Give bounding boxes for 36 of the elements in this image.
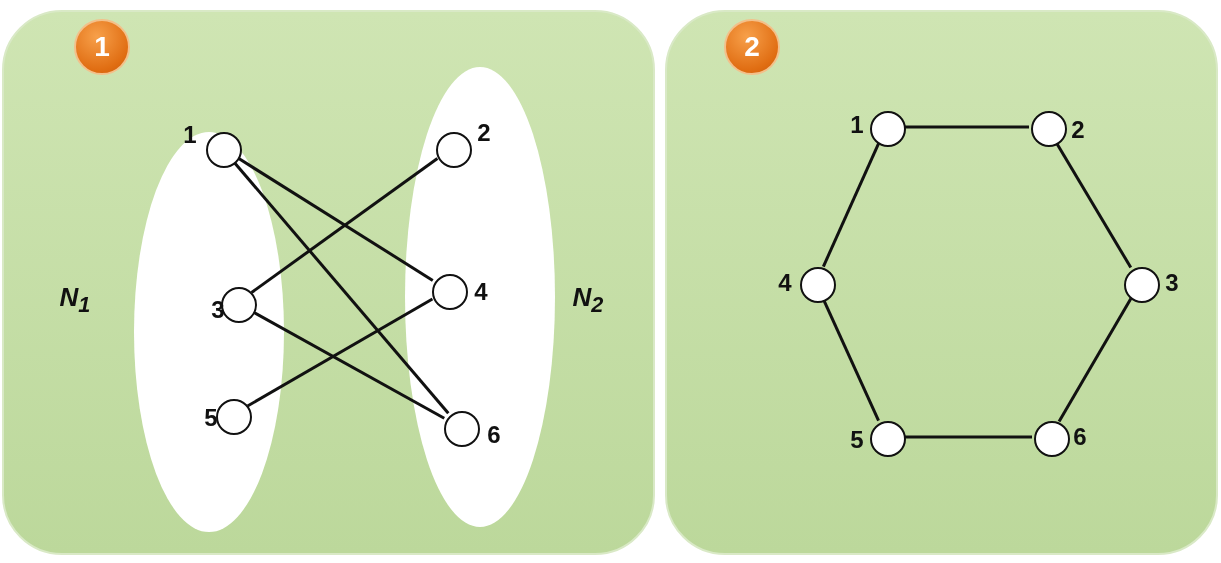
vertex-number: 1 xyxy=(183,121,197,149)
graph-edge xyxy=(1057,297,1133,423)
vertex-circle xyxy=(870,111,906,147)
vertex-circle xyxy=(1034,421,1070,457)
vertex-circle xyxy=(444,411,480,447)
vertex-circle xyxy=(432,274,468,310)
vertex-number: 6 xyxy=(1073,423,1087,451)
vertex-circle xyxy=(800,267,836,303)
set-label: N$_{2}$ xyxy=(572,281,604,319)
vertex-number: 2 xyxy=(1071,116,1085,144)
vertex-number: 2 xyxy=(477,119,491,147)
vertex-circle xyxy=(436,132,472,168)
vertex-circle xyxy=(216,399,252,435)
vertex-number: 4 xyxy=(778,269,792,297)
vertex-number: 5 xyxy=(204,404,218,432)
vertex-circle xyxy=(1124,267,1160,303)
vertex-number: 1 xyxy=(850,111,864,139)
graph-edge xyxy=(252,310,445,420)
graph-edge xyxy=(822,142,880,268)
vertex-number: 5 xyxy=(850,426,864,454)
vertex-number: 6 xyxy=(487,421,501,449)
graph-edge xyxy=(250,157,439,294)
panel-background xyxy=(2,10,655,555)
number-badge: 2 xyxy=(724,19,780,75)
vertex-circle xyxy=(206,132,242,168)
graph-edge xyxy=(904,125,1029,129)
vertex-circle xyxy=(1031,111,1067,147)
panel-background xyxy=(665,10,1218,555)
number-badge: 1 xyxy=(74,19,130,75)
vertex-circle xyxy=(870,421,906,457)
set-label: N$_{1}$ xyxy=(59,281,91,319)
vertex-number: 4 xyxy=(474,278,488,306)
graph-edge xyxy=(904,435,1032,439)
graph-edge xyxy=(246,297,434,408)
vertex-number: 3 xyxy=(1165,269,1179,297)
graph-edge xyxy=(236,156,434,282)
